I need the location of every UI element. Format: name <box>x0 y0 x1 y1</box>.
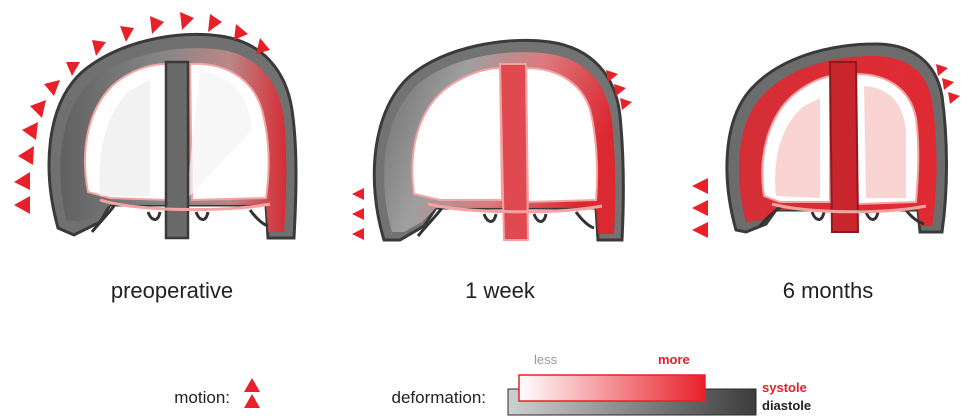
legend-more-label: more <box>658 352 690 367</box>
motion-legend-icon <box>244 378 260 408</box>
valve <box>484 214 496 222</box>
motion-arrow-icon <box>14 196 30 214</box>
legend-systole-label: systole <box>762 380 807 395</box>
motion-arrow-icon <box>352 188 364 200</box>
heart-preoperative <box>49 34 296 238</box>
stage-label-1-week: 1 week <box>465 278 536 303</box>
motion-arrow-icon <box>352 208 364 220</box>
septum <box>500 64 528 240</box>
motion-arrow-icon <box>692 200 708 216</box>
legend: motion: deformation: less more systole d… <box>174 352 811 415</box>
motion-arrow-icon <box>14 172 30 190</box>
motion-arrow-icon <box>936 64 948 76</box>
valve <box>866 212 878 220</box>
motion-arrow-icon <box>606 70 618 82</box>
septum <box>830 62 858 232</box>
motion-arrow-icon <box>18 146 34 165</box>
motion-arrow-icon <box>692 178 708 194</box>
legend-motion-label: motion: <box>174 388 230 407</box>
valve <box>148 212 160 220</box>
motion-arrow-icon <box>22 122 38 140</box>
legend-diastole-label: diastole <box>762 398 811 413</box>
motion-arrow-icon <box>256 38 270 54</box>
motion-arrow-icon <box>150 16 164 34</box>
motion-arrow-icon <box>92 40 106 56</box>
valve <box>196 212 208 220</box>
septum <box>166 62 188 238</box>
systole-gradient-bar <box>519 375 705 401</box>
valve <box>812 212 824 220</box>
valve <box>534 214 546 222</box>
motion-arrow-icon <box>352 228 364 240</box>
motion-arrow-icon <box>234 24 248 40</box>
legend-less-label: less <box>534 352 558 367</box>
motion-arrow-icon <box>208 14 222 32</box>
stage-label-preoperative: preoperative <box>111 278 233 303</box>
valve <box>576 212 594 228</box>
motion-arrow-icon <box>180 12 194 30</box>
motion-arrow-icon <box>692 222 708 238</box>
motion-arrow-icon <box>614 84 626 96</box>
heart-1-week <box>374 40 623 240</box>
motion-arrow-icon <box>620 98 632 110</box>
legend-deformation-label: deformation: <box>392 388 487 407</box>
heart-6-months <box>727 44 947 232</box>
motion-arrow-icon <box>120 26 134 42</box>
stage-label-6-months: 6 months <box>783 278 874 303</box>
motion-arrow-icon <box>942 78 954 90</box>
motion-arrow-icon <box>44 80 60 96</box>
motion-arrow-icon <box>30 100 46 118</box>
motion-arrow-icon <box>948 92 960 104</box>
